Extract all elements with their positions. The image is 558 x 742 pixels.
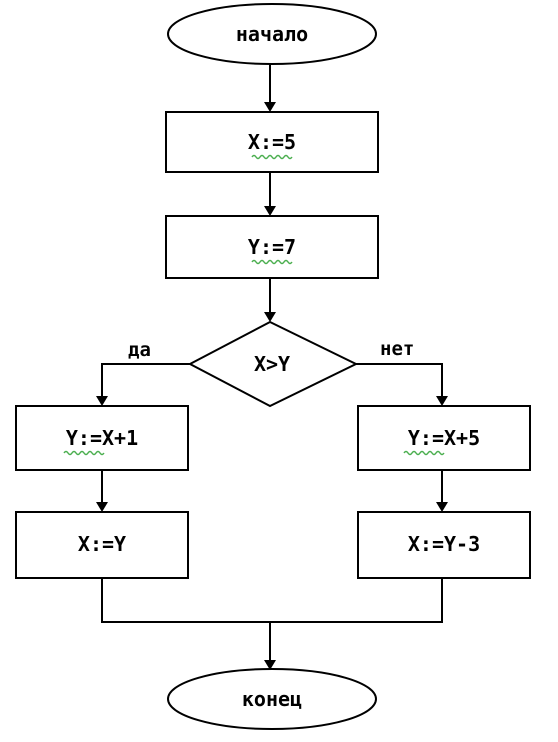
no-branch-step2: X:=Y-3: [357, 511, 531, 579]
arrowhead: [436, 502, 448, 512]
spellcheck-underline: [251, 154, 293, 160]
yes-branch-step2: X:=Y: [15, 511, 189, 579]
process-label: Y:=7: [248, 235, 296, 259]
connector-decision-no: [356, 363, 443, 398]
decision-node: X>Y: [187, 320, 359, 408]
no-branch-step1: Y:=X+5: [357, 405, 531, 471]
end-ellipse: [167, 668, 377, 730]
process-assign-y: Y:=7: [165, 215, 379, 279]
start-ellipse: [167, 3, 377, 65]
spellcheck-underline: [251, 259, 293, 265]
start-label: начало: [236, 22, 308, 46]
spellcheck-underline: [403, 450, 445, 456]
process-box: [15, 511, 189, 579]
process-label: X:=Y-3: [408, 532, 480, 556]
arrowhead: [264, 312, 276, 322]
connector-merge: [101, 578, 443, 623]
process-box: [357, 405, 531, 471]
decision-condition: X>Y: [254, 352, 290, 376]
process-label: Y:=X+5: [408, 426, 480, 450]
branch-no-label: нет: [380, 338, 414, 360]
yes-branch-step1: Y:=X+1: [15, 405, 189, 471]
process-box: [165, 215, 379, 279]
arrowhead: [264, 660, 276, 670]
spellcheck-underline: [63, 450, 105, 456]
process-box: [357, 511, 531, 579]
process-label: X:=Y: [78, 532, 126, 556]
process-assign-x: X:=5: [165, 111, 379, 173]
decision-diamond: [187, 320, 359, 408]
arrowhead: [96, 502, 108, 512]
arrowhead: [264, 206, 276, 216]
branch-yes-label: да: [128, 339, 151, 361]
connectors: [96, 64, 448, 670]
connector-decision-yes: [101, 363, 190, 398]
process-label: X:=5: [248, 130, 296, 154]
process-box: [165, 111, 379, 173]
start-terminal: начало: [167, 3, 377, 65]
end-label: конец: [242, 687, 302, 711]
arrowhead: [96, 396, 108, 406]
process-label: Y:=X+1: [66, 426, 138, 450]
process-box: [15, 405, 189, 471]
arrowhead: [436, 396, 448, 406]
arrowhead: [264, 102, 276, 112]
end-terminal: конец: [167, 668, 377, 730]
